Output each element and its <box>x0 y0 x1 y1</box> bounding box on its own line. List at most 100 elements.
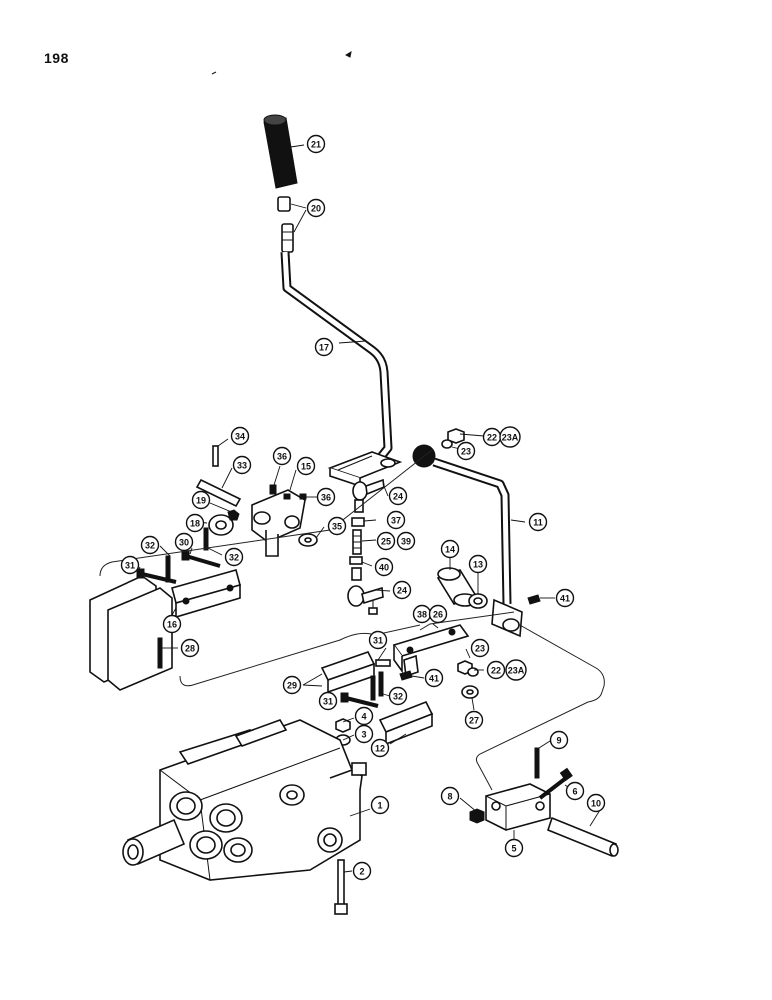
callout-label: 19 <box>196 496 206 506</box>
callout-circle <box>504 838 524 858</box>
rod-end-24-bottom <box>347 567 384 615</box>
callout-label: 18 <box>190 519 200 529</box>
pin-28 <box>157 637 163 669</box>
callout-label: 27 <box>469 716 479 726</box>
callout-36: 36 <box>272 446 292 466</box>
callout-label: 9 <box>556 736 561 746</box>
callout-32: 32 <box>224 547 244 567</box>
callout-label: 31 <box>373 636 383 646</box>
bolt-6 <box>538 767 573 800</box>
bolt-31-c <box>340 692 379 708</box>
rod-10 <box>547 816 619 858</box>
callout-circle <box>314 337 334 357</box>
setscrew-19 <box>227 509 240 521</box>
callout-circle <box>162 614 182 634</box>
callout-32: 32 <box>388 686 408 706</box>
callout-label: 31 <box>125 561 135 571</box>
collar-18 <box>208 514 234 536</box>
callout-1: 1 <box>370 795 390 815</box>
callout-label: 12 <box>375 744 385 754</box>
callout-label: 15 <box>301 462 311 472</box>
callout-circle <box>327 516 347 536</box>
callout-label: 5 <box>511 844 516 854</box>
callout-32: 32 <box>140 535 160 555</box>
callout-circle <box>555 588 575 608</box>
nut-4 <box>335 718 351 733</box>
callout-10: 10 <box>586 793 606 813</box>
callout-label: 25 <box>381 537 391 547</box>
adapter-20 <box>277 196 294 253</box>
nut-washer-22-23-bottom <box>457 660 479 677</box>
callout-circle <box>318 691 338 711</box>
callout-circle <box>424 668 444 688</box>
callout-label: 41 <box>429 674 439 684</box>
callout-label: 33 <box>237 461 247 471</box>
callout-label: 11 <box>533 518 543 528</box>
callout-41: 41 <box>555 588 575 608</box>
callout-circle <box>140 535 160 555</box>
callout-23: 23 <box>456 441 476 461</box>
callout-label: 21 <box>311 140 321 150</box>
callout-circle <box>120 555 140 575</box>
callout-24: 24 <box>388 486 408 506</box>
callout-label: 32 <box>145 541 155 551</box>
callout-circle <box>468 554 488 574</box>
callout-label: 36 <box>277 452 287 462</box>
rod-25-39 <box>352 529 362 555</box>
callout-circle <box>565 781 585 801</box>
callout-circle <box>232 455 252 475</box>
callout-label: 23 <box>475 644 485 654</box>
callout-label: 26 <box>433 610 443 620</box>
washer-35 <box>298 533 318 547</box>
link-38-26 <box>392 624 470 678</box>
callout-label: 32 <box>229 553 239 563</box>
nut-washer-22-23-top <box>441 428 465 449</box>
lever-base-15 <box>327 451 403 488</box>
callout-circle <box>354 706 374 726</box>
callout-33: 33 <box>232 455 252 475</box>
callout-22: 22 <box>482 427 502 447</box>
callout-circle <box>376 531 396 551</box>
callout-38: 38 <box>412 604 432 624</box>
callout-circle <box>528 512 548 532</box>
bolt-2 <box>334 859 348 915</box>
callout-circle <box>388 686 408 706</box>
callout-14: 14 <box>440 539 460 559</box>
callout-circle <box>306 198 326 218</box>
pin-31-b <box>375 659 391 667</box>
callout-circle <box>386 510 406 530</box>
callout-circle <box>185 513 205 533</box>
callout-11: 11 <box>528 512 548 532</box>
callout-label: 35 <box>332 522 342 532</box>
pin-9 <box>534 747 540 779</box>
callout-15: 15 <box>296 456 316 476</box>
callout-label: 41 <box>560 594 570 604</box>
callout-label: 8 <box>447 792 452 802</box>
callout-circle <box>370 738 390 758</box>
callout-label: 23 <box>461 447 471 457</box>
callout-circle <box>499 426 521 448</box>
callout-circle <box>306 134 326 154</box>
callout-label: 37 <box>391 516 401 526</box>
callout-29: 29 <box>282 675 302 695</box>
callout-30: 30 <box>174 532 194 552</box>
phantom-line-right <box>475 623 605 791</box>
callout-circle <box>316 487 336 507</box>
callout-label: 29 <box>287 681 297 691</box>
callout-circle <box>549 730 569 750</box>
callout-41: 41 <box>424 668 444 688</box>
bracket-12 <box>378 700 434 746</box>
pins-32-c <box>370 671 384 701</box>
callout-circle <box>180 638 200 658</box>
callout-label: 40 <box>379 563 389 573</box>
callout-label: 36 <box>321 493 331 503</box>
rod-end-24-top <box>352 478 385 513</box>
callout-8: 8 <box>440 786 460 806</box>
pin-32-b <box>165 555 171 583</box>
print-mark <box>211 71 217 75</box>
callout-23a: 23A <box>505 659 527 681</box>
callout-label: 31 <box>323 697 333 707</box>
callout-label: 13 <box>473 560 483 570</box>
callout-3: 3 <box>354 724 374 744</box>
